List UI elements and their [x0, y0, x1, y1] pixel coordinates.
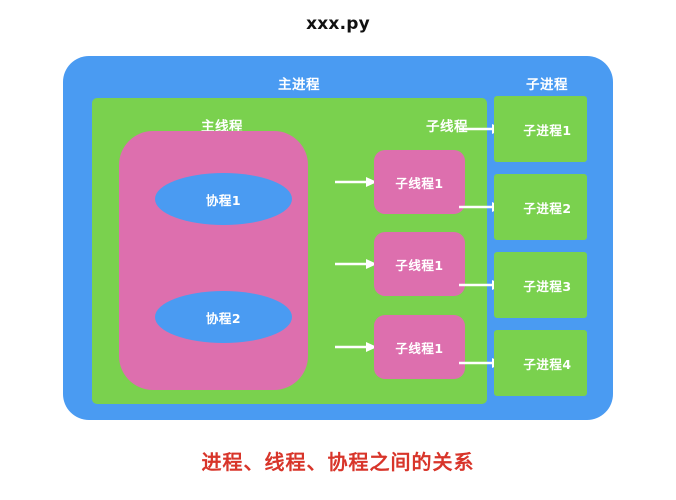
main-process-container: 主进程 子进程 主线程 子线程 协程1 协程2 子线程1 子线程1 子线程1 — [63, 56, 613, 420]
main-thread-box — [119, 131, 308, 390]
child-thread-box: 子线程1 — [374, 232, 465, 296]
child-process-box: 子进程2 — [494, 174, 587, 240]
child-process-box: 子进程3 — [494, 252, 587, 318]
coroutine-node: 协程1 — [155, 173, 292, 225]
page-title: xxx.py — [306, 14, 370, 34]
main-process-label: 主进程 — [278, 77, 320, 93]
figure-caption: 进程、线程、协程之间的关系 — [201, 450, 475, 474]
child-process-group-label: 子进程 — [526, 77, 568, 93]
child-thread-box: 子线程1 — [374, 315, 465, 379]
coroutine-node: 协程2 — [155, 291, 292, 343]
child-thread-group-label: 子线程 — [426, 119, 468, 135]
child-process-box: 子进程1 — [494, 96, 587, 162]
child-process-box: 子进程4 — [494, 330, 587, 396]
child-thread-box: 子线程1 — [374, 150, 465, 214]
